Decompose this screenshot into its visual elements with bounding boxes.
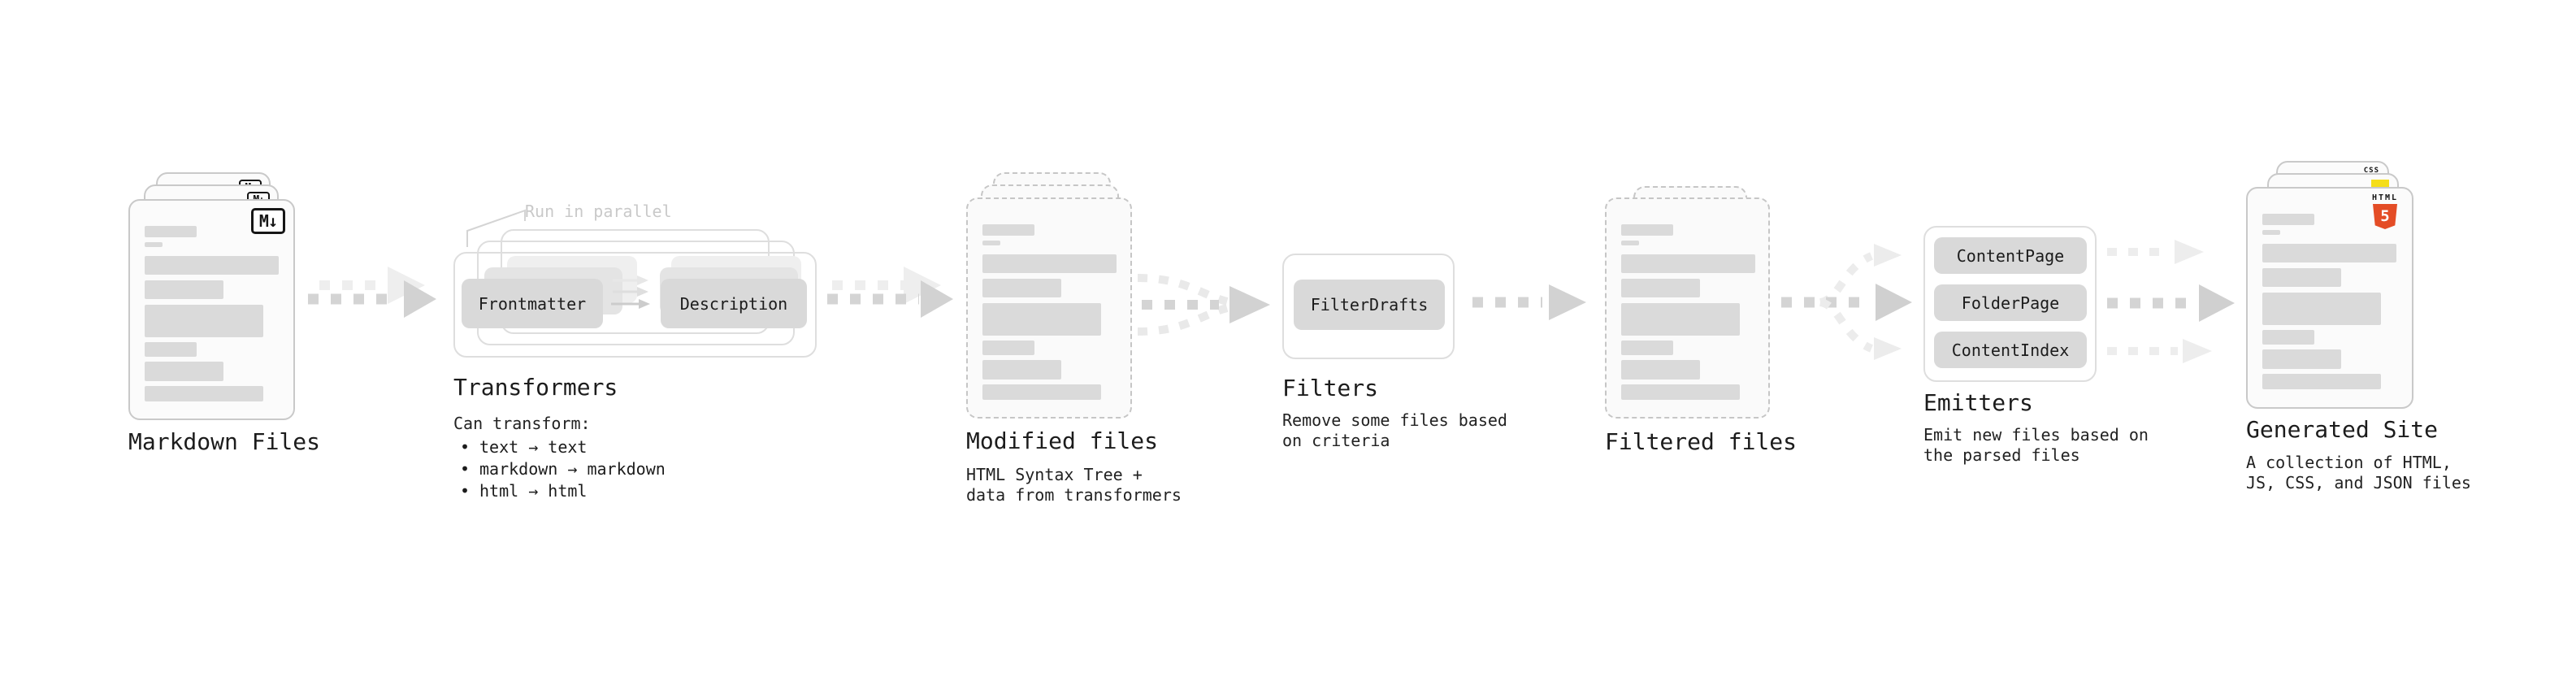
transformer-frontmatter-chip: Frontmatter (462, 279, 603, 328)
file-content-placeholder (2262, 189, 2412, 407)
stage-title-filters: Filters (1282, 375, 1379, 401)
filter-drafts-chip: FilterDrafts (1294, 280, 1445, 330)
placeholder-bar (1621, 360, 1700, 380)
list-item: • html → html (460, 481, 666, 503)
placeholder-bar (145, 342, 197, 357)
generated-site-subtitle: A collection of HTML, JS, CSS, and JSON … (2246, 453, 2471, 492)
bullet-text: html → html (479, 481, 588, 501)
transformers-description-heading: Can transform: (453, 414, 591, 433)
emitters-subtitle: Emit new files based on the parsed files (1923, 425, 2149, 465)
placeholder-bar (982, 224, 1034, 236)
placeholder-bar (145, 256, 279, 275)
stage-title-generated-site: Generated Site (2246, 416, 2439, 443)
stage-title-filtered-files: Filtered files (1605, 428, 1798, 455)
placeholder-bar (1621, 241, 1639, 245)
placeholder-bar (982, 241, 1000, 245)
html5-icon-word: HTML (2371, 193, 2399, 202)
html5-shield-number: 5 (2380, 207, 2390, 225)
file-card-front (966, 197, 1132, 419)
placeholder-bar (2262, 214, 2314, 225)
javascript-icon (2371, 180, 2389, 189)
placeholder-bar (145, 386, 263, 401)
placeholder-bar (1621, 254, 1755, 273)
html5-shield: 5 (2373, 204, 2397, 229)
placeholder-bar (2262, 374, 2381, 389)
stage-title-modified-files: Modified files (966, 427, 1159, 454)
folder-page-chip: FolderPage (1934, 284, 2087, 321)
stage-title-emitters: Emitters (1923, 389, 2033, 416)
bullet-text: markdown → markdown (479, 459, 666, 479)
transformers-capability-list: • text → text • markdown → markdown • ht… (460, 437, 666, 503)
modified-files-subtitle: HTML Syntax Tree + data from transformer… (966, 465, 1182, 505)
placeholder-bar (1621, 384, 1740, 400)
filters-subtitle: Remove some files based on criteria (1282, 410, 1507, 450)
flow-arrow-modified-to-filters-converge (1137, 274, 1270, 336)
flow-arrow-emitters-to-site (2107, 240, 2235, 363)
file-card-front-html: HTML 5 (2246, 187, 2413, 409)
placeholder-bar (2262, 293, 2381, 325)
bullet-icon: • (460, 437, 471, 457)
bullet-text: text → text (479, 437, 588, 457)
bullet-icon: • (460, 459, 471, 479)
file-content-placeholder (1621, 199, 1768, 417)
flow-arrow-transformers-to-modified (827, 267, 953, 318)
placeholder-bar (145, 280, 223, 299)
html5-icon: HTML 5 (2367, 194, 2403, 229)
list-item: • text → text (460, 437, 666, 459)
placeholder-bar (1621, 224, 1673, 236)
placeholder-bar (2262, 268, 2341, 287)
run-in-parallel-note: Run in parallel (525, 202, 672, 221)
placeholder-bar (982, 279, 1061, 297)
placeholder-bar (2262, 244, 2396, 262)
list-item: • markdown → markdown (460, 459, 666, 481)
placeholder-bar (982, 384, 1101, 400)
placeholder-bar (145, 305, 263, 337)
file-card-front: M↓ (128, 199, 295, 420)
placeholder-bar (145, 226, 197, 237)
placeholder-bar (1621, 303, 1740, 336)
filters-panel (1282, 254, 1455, 359)
flow-arrow-markdown-to-transformers (308, 267, 436, 318)
emitters-panel (1923, 226, 2097, 382)
stage-title-transformers: Transformers (453, 374, 618, 401)
file-content-placeholder (145, 201, 293, 419)
file-card-front (1605, 197, 1770, 419)
placeholder-bar (2262, 349, 2341, 369)
placeholder-bar (982, 340, 1034, 355)
transformer-description-chip: Description (661, 279, 807, 328)
transformer-panel-front (453, 252, 817, 358)
markdown-icon: M↓ (250, 208, 285, 234)
flow-arrow-filtered-to-emitters-fanout (1781, 244, 1912, 360)
note-leader-line (466, 209, 526, 247)
placeholder-bar (2262, 330, 2314, 345)
content-page-chip: ContentPage (1934, 237, 2087, 274)
placeholder-bar (1621, 279, 1700, 297)
placeholder-bar (145, 362, 223, 381)
placeholder-bar (982, 254, 1117, 273)
file-content-placeholder (982, 199, 1130, 417)
flow-arrow-filters-to-filtered (1472, 284, 1586, 320)
parallel-arrows-icon (611, 275, 650, 309)
placeholder-bar (982, 303, 1101, 336)
placeholder-bar (982, 360, 1061, 380)
placeholder-bar (2262, 230, 2280, 235)
stage-title-markdown-files: Markdown Files (128, 428, 321, 455)
content-index-chip: ContentIndex (1934, 332, 2087, 368)
placeholder-bar (145, 242, 163, 247)
bullet-icon: • (460, 481, 471, 501)
placeholder-bar (1621, 340, 1673, 355)
